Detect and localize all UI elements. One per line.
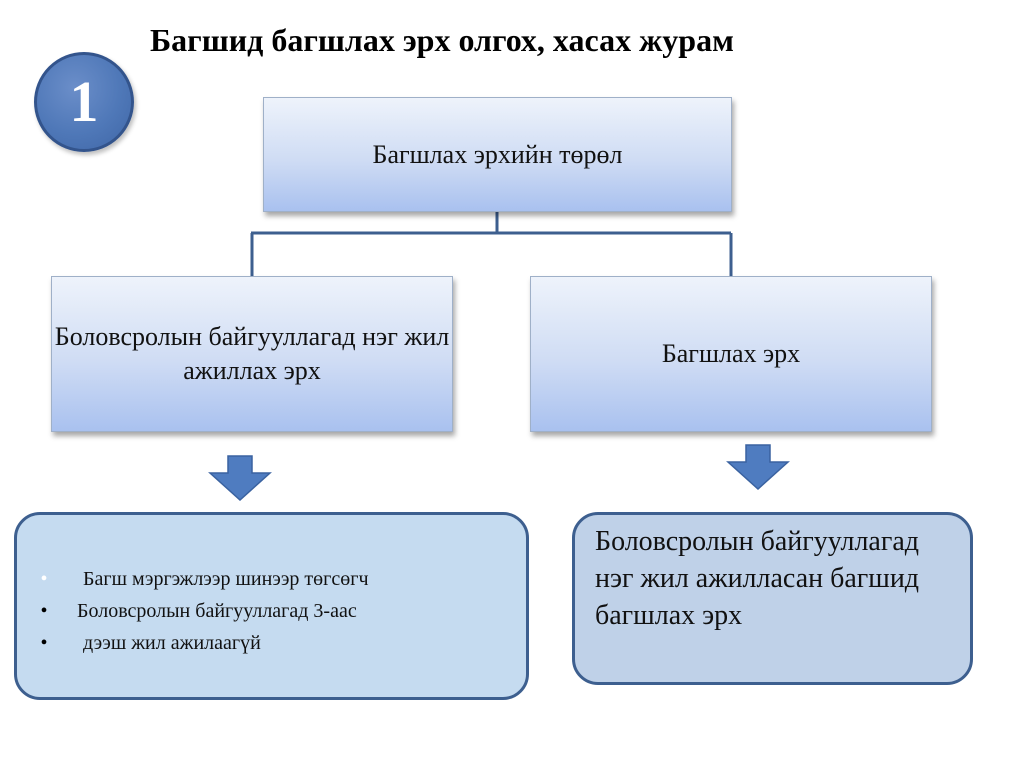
- right-detail-text: Боловсролын байгууллагад нэг жил ажиллас…: [595, 526, 934, 631]
- bullet-dot: •: [40, 632, 48, 654]
- left-child-label: Боловсролын байгууллагад нэг жил ажиллах…: [54, 322, 450, 385]
- bullet-item: • дээш жил ажилаагүй: [37, 627, 506, 659]
- right-child-node: Багшлах эрх: [530, 276, 932, 432]
- left-child-node: Боловсролын байгууллагад нэг жил ажиллах…: [51, 276, 453, 432]
- root-node: Багшлах эрхийн төрөл: [263, 97, 732, 212]
- bullet-text: дээш жил ажилаагүй: [83, 632, 261, 654]
- down-arrow-icon: [208, 455, 272, 501]
- bullet-text: Боловсролын байгууллагад 3-аас: [77, 600, 357, 622]
- number-badge: 1: [34, 52, 134, 152]
- badge-number: 1: [69, 69, 99, 134]
- bullet-item: • Багш мэргэжлээр шинээр төгсөгч: [37, 563, 506, 595]
- left-detail-box: • Багш мэргэжлээр шинээр төгсөгч • Болов…: [14, 512, 529, 700]
- bullet-text: Багш мэргэжлээр шинээр төгсөгч: [83, 568, 369, 590]
- root-node-label: Багшлах эрхийн төрөл: [372, 139, 623, 169]
- bullet-dot: •: [40, 568, 48, 590]
- left-detail-bullets: • Багш мэргэжлээр шинээр төгсөгч • Болов…: [37, 563, 506, 659]
- right-child-label: Багшлах эрх: [661, 339, 801, 368]
- bullet-dot: •: [40, 600, 48, 622]
- bullet-item: • Боловсролын байгууллагад 3-аас: [37, 595, 506, 627]
- slide-title: Багшид багшлах эрх олгох, хасах журам: [150, 22, 734, 58]
- down-arrow-icon: [726, 444, 790, 490]
- right-detail-box: Боловсролын байгууллагад нэг жил ажиллас…: [572, 512, 973, 685]
